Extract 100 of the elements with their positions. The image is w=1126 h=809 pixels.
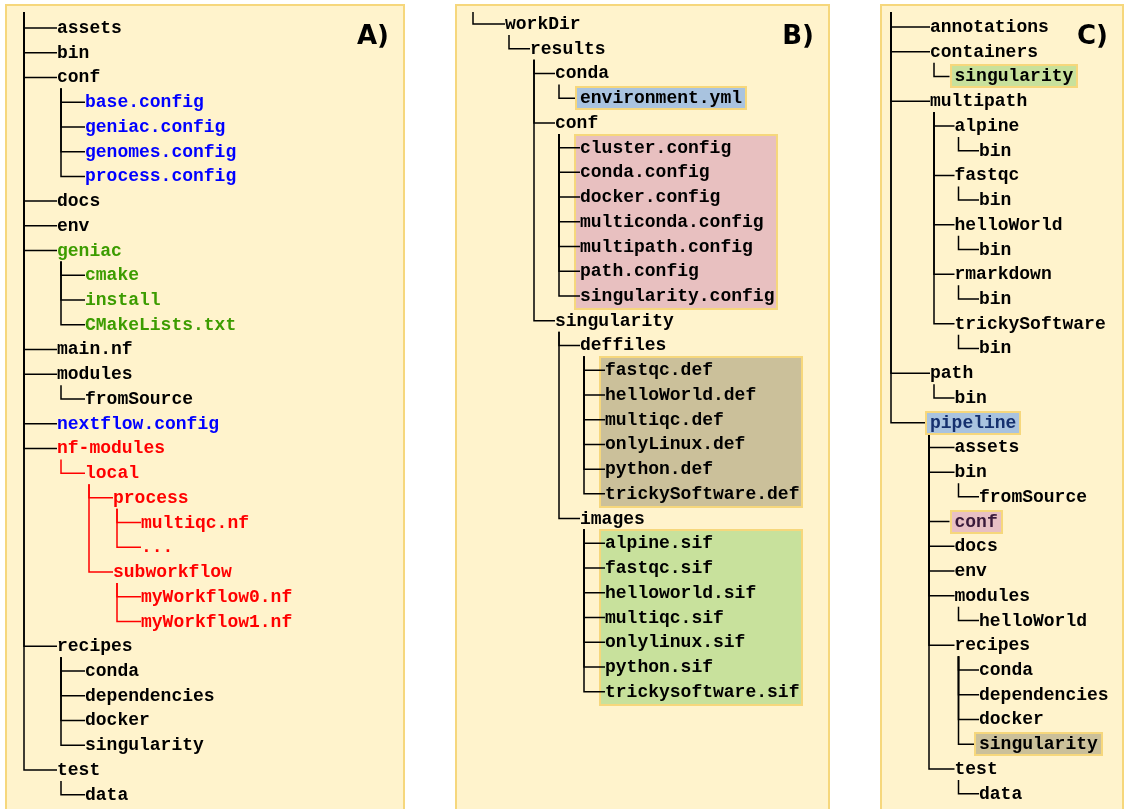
tree-entry: conda xyxy=(555,62,609,85)
tree-entry: workDir xyxy=(505,13,581,35)
tree-entry: conda xyxy=(85,659,139,682)
tree-connector-line xyxy=(957,606,980,622)
tree-entry: base.config xyxy=(85,91,204,114)
tree-entry: recipes xyxy=(57,635,133,658)
tree-entry: geniac.config xyxy=(85,115,226,138)
tree-entry: env xyxy=(954,560,987,583)
tree-entry: helloWorld xyxy=(979,609,1088,632)
tree-entry: multiqc.def xyxy=(605,408,724,431)
tree-entry: nf-modules xyxy=(57,437,166,460)
tree-entry: dependencies xyxy=(85,684,215,707)
tree-entry: trickySoftware xyxy=(954,312,1106,335)
tree-connector-line xyxy=(60,458,86,474)
tree-entry: bin xyxy=(979,189,1012,212)
tree-entry: install xyxy=(85,289,161,311)
highlighted-tree-entry: conf xyxy=(949,509,1003,534)
tree-entry: onlyLinux.def xyxy=(605,433,746,456)
tree-entry: helloworld.sif xyxy=(605,581,757,604)
tree-entry: path xyxy=(930,362,974,385)
tree-entry: data xyxy=(85,783,129,806)
tree-entry: python.sif xyxy=(605,655,714,678)
tree-entry: conf xyxy=(57,66,101,89)
tree-entry: fromSource xyxy=(85,387,194,410)
tree-entry: assets xyxy=(954,436,1020,459)
tree-entry: docker xyxy=(85,709,150,732)
tree-connector-line xyxy=(933,383,956,399)
tree-entry: deffiles xyxy=(580,334,667,357)
tree-connector-line xyxy=(957,235,980,251)
tree-connector-line xyxy=(508,34,531,50)
tree-entry: env xyxy=(57,214,90,237)
tree-entry: conda xyxy=(979,658,1033,681)
highlight-group-box xyxy=(574,133,778,310)
tree-connector-line xyxy=(60,656,86,746)
tree-entry: fastqc.sif xyxy=(605,557,714,580)
tree-entry: myWorkflow0.nf xyxy=(141,585,293,608)
highlighted-tree-entry: environment.yml xyxy=(575,86,748,111)
highlighted-tree-entry: singularity xyxy=(949,64,1079,89)
tree-connector-line xyxy=(890,11,926,424)
tree-connector-line xyxy=(957,779,980,795)
tree-connector-line xyxy=(583,355,606,495)
tree-connector-line xyxy=(116,582,142,623)
panel-background xyxy=(880,4,1124,809)
tree-connector-line xyxy=(583,528,606,693)
tree-entry: multiqc.nf xyxy=(141,511,250,534)
tree-connector-line xyxy=(60,780,86,796)
tree-entry: process xyxy=(113,486,189,509)
tree-entry: images xyxy=(580,507,645,530)
tree-entry: path.config xyxy=(580,260,699,283)
tree-entry: docker.config xyxy=(580,186,721,209)
tree-entry: fastqc.def xyxy=(605,359,714,382)
tree-entry: process.config xyxy=(85,165,237,188)
tree-entry: test xyxy=(954,757,998,780)
tree-entry: docker xyxy=(979,708,1044,731)
tree-entry: conda.config xyxy=(580,161,710,184)
tree-entry: bin xyxy=(979,238,1012,261)
highlight-group-box xyxy=(599,529,803,706)
tree-entry: genomes.config xyxy=(85,140,237,163)
tree-connector-line xyxy=(60,87,86,178)
tree-entry: singularity xyxy=(85,734,204,757)
tree-connector-line xyxy=(533,58,556,322)
highlighted-tree-entry: singularity xyxy=(974,732,1103,757)
tree-connector-line xyxy=(116,508,142,549)
tree-entry: fastqc xyxy=(954,164,1020,187)
tree-entry: trickySoftware.def xyxy=(605,482,800,505)
tree-entry: ... xyxy=(141,536,174,559)
tree-connector-line xyxy=(957,334,980,350)
tree-connector-line xyxy=(957,136,980,152)
tree-entry: conf xyxy=(555,111,599,134)
tree-connector-line xyxy=(957,185,980,201)
tree-entry: multiconda.config xyxy=(580,210,764,233)
tree-entry: helloWorld xyxy=(954,213,1063,236)
tree-connector-line xyxy=(472,11,506,25)
tree-connector-line xyxy=(558,331,581,520)
tree-entry: dependencies xyxy=(979,683,1109,706)
tree-entry: cmake xyxy=(85,264,139,287)
panel-label: A) xyxy=(357,20,389,50)
tree-entry: annotations xyxy=(930,16,1049,38)
highlight-group-box xyxy=(599,356,803,508)
tree-entry: bin xyxy=(954,386,987,409)
tree-connector-line xyxy=(558,83,576,99)
tree-entry: containers xyxy=(930,40,1039,63)
tree-entry: onlylinux.sif xyxy=(605,631,746,654)
tree-connector-line xyxy=(933,111,956,325)
tree-entry: cluster.config xyxy=(580,136,732,159)
tree-entry: bin xyxy=(954,461,987,484)
tree-entry: multiqc.sif xyxy=(605,606,724,629)
tree-entry: singularity xyxy=(555,309,674,332)
panel-label: B) xyxy=(782,20,814,50)
tree-entry: multipath.config xyxy=(580,235,753,258)
panel-background xyxy=(455,4,830,809)
tree-entry: test xyxy=(57,758,101,781)
tree-connector-line xyxy=(957,482,980,498)
tree-connector-line xyxy=(957,284,980,300)
tree-entry: docs xyxy=(57,190,101,213)
tree-entry: results xyxy=(530,37,606,60)
tree-entry: bin xyxy=(979,288,1012,310)
tree-entry: modules xyxy=(57,363,133,386)
tree-entry: bin xyxy=(57,41,90,64)
tree-entry: main.nf xyxy=(57,338,133,361)
